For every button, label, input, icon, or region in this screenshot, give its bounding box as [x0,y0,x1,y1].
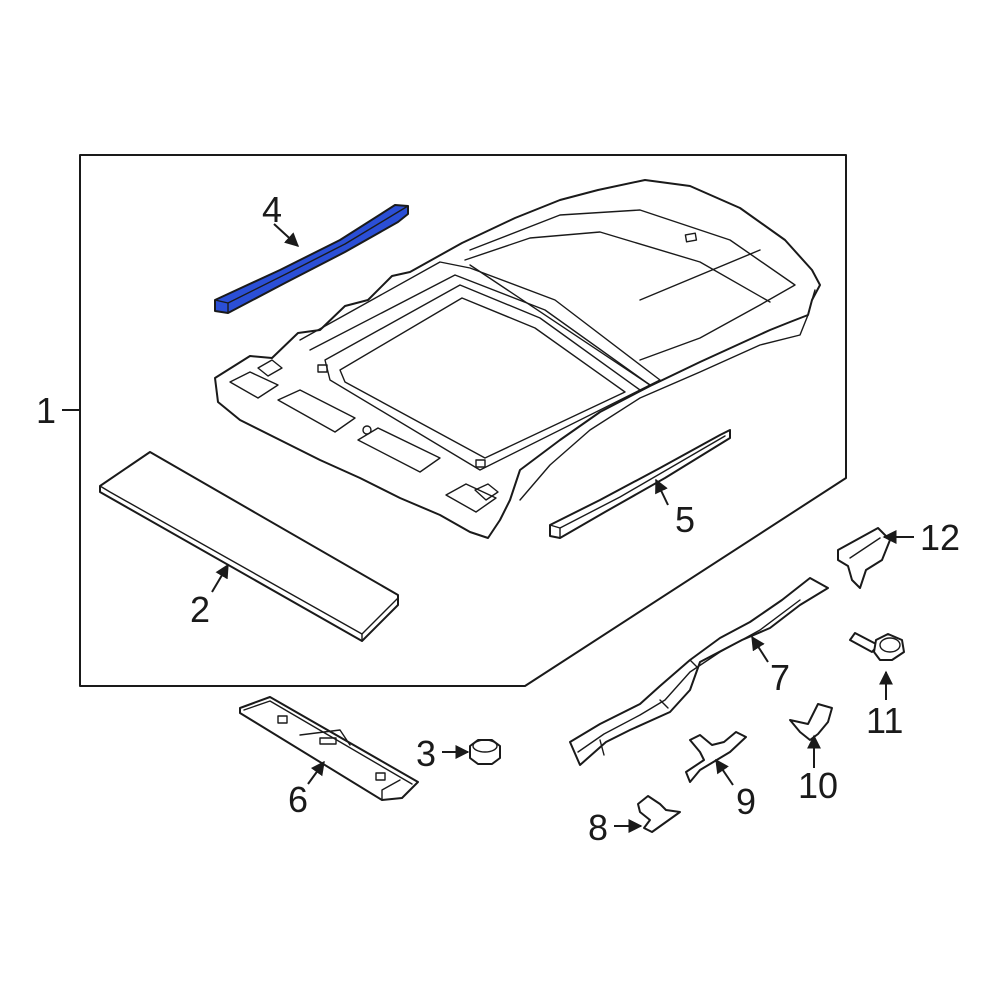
part-10-bracket [789,703,833,741]
part-8-clip [637,795,681,833]
callout-7: 7 [770,657,790,698]
callout-3: 3 [416,733,436,774]
callout-8: 8 [588,807,608,848]
callout-12: 12 [920,517,960,558]
part-12-bracket [837,527,891,589]
callout-4: 4 [262,189,282,230]
callout-2: 2 [190,589,210,630]
callout-6: 6 [288,779,308,820]
part-2-reinforcement [99,451,399,642]
part-5-roof-bow [549,429,731,539]
part-7-rail-bracket [569,577,829,766]
assembly-boundary [79,154,847,687]
callout-9: 9 [736,781,756,822]
part-6-header-bracket [239,696,419,801]
part-9-bracket [685,731,747,783]
part-11-bolt [849,632,905,661]
roof-panel [214,179,821,539]
callout-1: 1 [36,390,56,431]
part-3-nut [469,739,501,765]
callout-5: 5 [675,499,695,540]
callout-10: 10 [798,765,838,806]
callout-11: 11 [866,700,903,741]
